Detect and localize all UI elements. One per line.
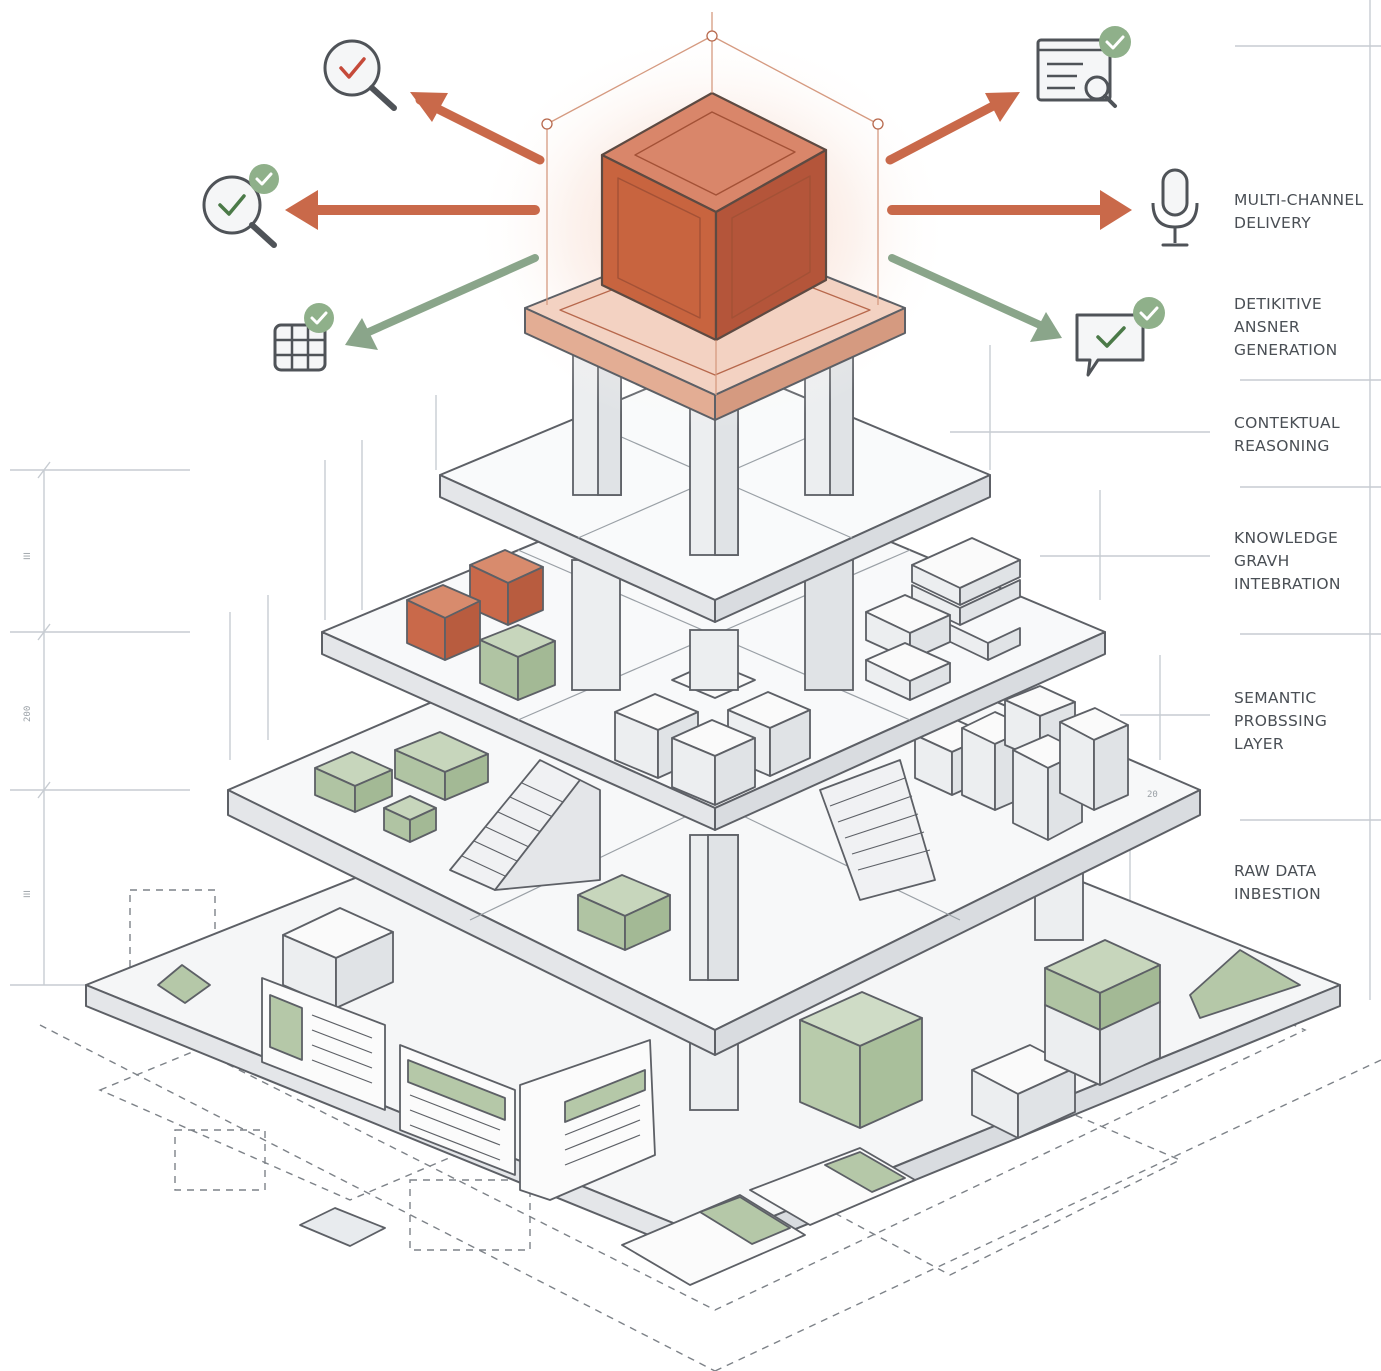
label-contextual-reasoning-line-2: REASONING — [1234, 437, 1330, 455]
label-answer-generation-line-1: DETIKITIVE — [1234, 295, 1322, 313]
chat-check-icon — [1075, 297, 1165, 377]
right-guide-lines — [950, 0, 1381, 1000]
label-raw-data-ingestion-line-2: INBESTION — [1234, 885, 1321, 903]
document-search-check-icon — [1036, 26, 1131, 108]
label-multi-channel-delivery-line-1: MULTI-CHANNEL — [1234, 191, 1364, 209]
ground-columns — [689, 869, 1084, 1111]
dimension-label-top: ⵏⵏⵏ — [23, 552, 33, 560]
arrow-upper-left — [415, 95, 545, 165]
label-raw-data-ingestion-line-1: RAW DATA — [1234, 862, 1317, 880]
label-semantic-processing-line-3: LAYER — [1234, 735, 1284, 753]
label-semantic-processing-line-1: SEMANTIC — [1234, 689, 1316, 707]
dimension-label-middle: 200 — [23, 706, 33, 722]
label-knowledge-graph-line-3: INTEBRATION — [1234, 575, 1341, 593]
arrow-lower-right — [888, 254, 1044, 329]
label-semantic-processing-line-2: PROBSSING — [1234, 712, 1327, 730]
search-check-icon — [323, 39, 397, 111]
left-dimension-lines — [10, 395, 437, 986]
arrow-lower-left — [358, 254, 539, 339]
upper-columns — [571, 559, 854, 691]
ground-documents — [157, 907, 1301, 1286]
dimension-values: ⵏⵏⵏ 200 ⵏⵏⵏ — [23, 552, 33, 898]
cube-wireframe — [541, 12, 884, 395]
label-answer-generation-line-2: ANSNER — [1234, 318, 1300, 336]
delivery-cube — [600, 91, 828, 342]
label-contextual-reasoning-line-1: CONTEKTUAL — [1234, 414, 1340, 432]
search-check-icon — [202, 164, 279, 248]
label-answer-generation-line-3: GENERATION — [1234, 341, 1338, 359]
dimension-label-bottom: ⵏⵏⵏ — [23, 890, 33, 898]
arrow-upper-right — [885, 100, 1000, 165]
knowledge-graph-blocks — [406, 537, 1021, 806]
label-knowledge-graph-line-2: GRAVH — [1234, 552, 1290, 570]
semantic-layer-blocks — [314, 685, 1129, 951]
delivery-arrows — [285, 92, 1132, 350]
corner-marker: 20 — [1147, 790, 1158, 800]
microphone-icon — [1151, 168, 1199, 247]
label-knowledge-graph-line-1: KNOWLEDGE — [1234, 529, 1338, 547]
mid-columns — [689, 834, 739, 981]
label-multi-channel-delivery-line-2: DELIVERY — [1234, 214, 1311, 232]
layer-labels: MULTI-CHANNEL DELIVERY DETIKITIVE ANSNER… — [1234, 191, 1364, 903]
grid-check-icon — [273, 303, 334, 372]
